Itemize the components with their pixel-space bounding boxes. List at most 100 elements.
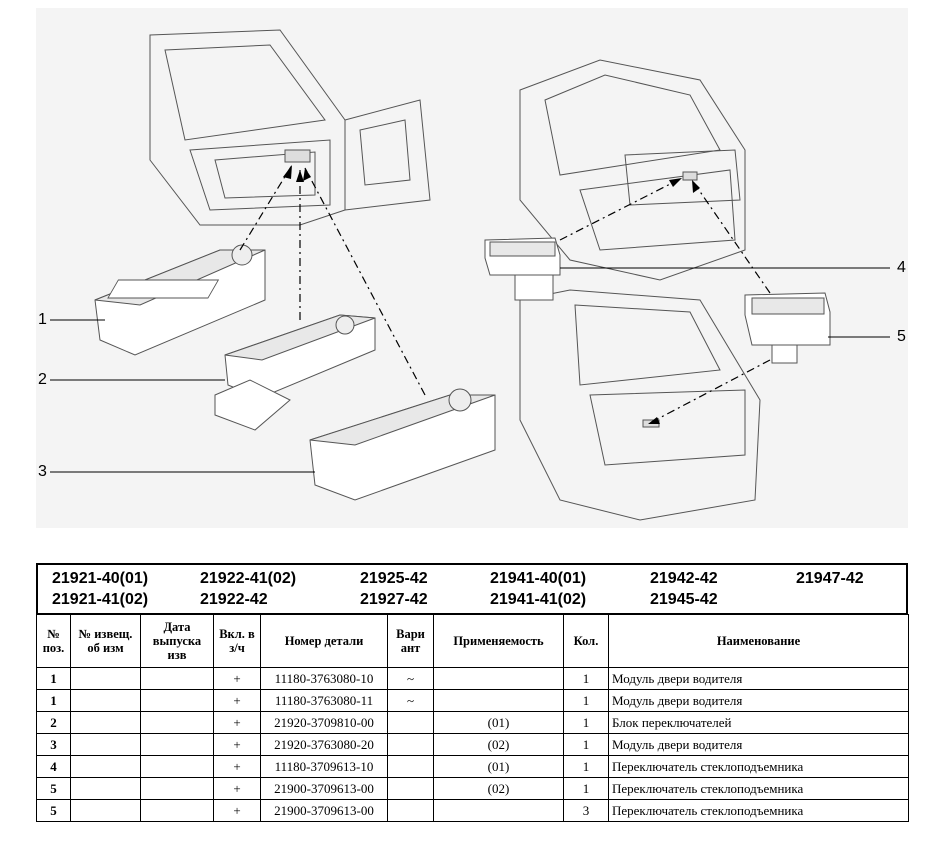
cell-applicability: (02) (433, 777, 564, 800)
table-row: 5 + 21900-3709613-00 3 Переключатель сте… (36, 799, 909, 822)
header-date: Дата выпуска изв (140, 614, 214, 668)
cell-date (140, 777, 214, 800)
cell-date (140, 689, 214, 712)
cell-name: Модуль двери водителя (608, 667, 909, 690)
cell-incl: + (213, 733, 261, 756)
header-pos: № поз. (36, 614, 71, 668)
part-2-drawing (214, 314, 376, 431)
parts-table: № поз. № извещ. об изм Дата выпуска изв … (36, 614, 909, 822)
cell-part-number: 11180-3709613-10 (260, 755, 388, 778)
model-code: 21941-40(01) (490, 570, 587, 587)
cell-variant (387, 755, 434, 778)
cell-qty: 1 (563, 711, 609, 734)
table-row: 5 + 21900-3709613-00 (02) 1 Переключател… (36, 777, 909, 800)
header-name: Наименование (608, 614, 909, 668)
cell-notice (70, 667, 141, 690)
cell-name: Модуль двери водителя (608, 689, 909, 712)
cell-incl: + (213, 755, 261, 778)
part-4-drawing (484, 237, 561, 301)
cell-variant (387, 733, 434, 756)
model-code: 21947-42 (796, 570, 864, 587)
cell-incl: + (213, 667, 261, 690)
cell-applicability: (01) (433, 711, 564, 734)
cell-name: Переключатель стеклоподъемника (608, 799, 909, 822)
model-code: 21941-41(02) (490, 591, 587, 608)
cell-pos: 1 (36, 667, 71, 690)
cell-pos: 5 (36, 799, 71, 822)
cell-incl: + (213, 689, 261, 712)
cell-variant (387, 711, 434, 734)
model-code: 21921-40(01) (52, 570, 149, 587)
header-qty: Кол. (563, 614, 609, 668)
cell-part-number: 11180-3763080-10 (260, 667, 388, 690)
cell-qty: 1 (563, 667, 609, 690)
cell-part-number: 21900-3709613-00 (260, 777, 388, 800)
cell-variant: ~ (387, 689, 434, 712)
cell-pos: 5 (36, 777, 71, 800)
part-3-drawing (309, 388, 496, 501)
applicable-models-box: 21921-40(01) 21921-41(02) 21922-41(02) 2… (36, 563, 908, 615)
cell-incl: + (213, 799, 261, 822)
header-part-number: Номер детали (260, 614, 388, 668)
callout-3: 3 (38, 463, 47, 480)
cell-pos: 2 (36, 711, 71, 734)
table-row: 4 + 11180-3709613-10 (01) 1 Переключател… (36, 755, 909, 778)
cell-name: Модуль двери водителя (608, 733, 909, 756)
cell-variant: ~ (387, 667, 434, 690)
callout-1: 1 (38, 311, 47, 328)
cell-notice (70, 711, 141, 734)
cell-part-number: 11180-3763080-11 (260, 689, 388, 712)
callout-2: 2 (38, 371, 47, 388)
model-code: 21922-41(02) (200, 570, 297, 587)
header-notice: № извещ. об изм (70, 614, 141, 668)
part-1-drawing (94, 244, 266, 356)
cell-date (140, 733, 214, 756)
rear-door-drawing-top (519, 59, 746, 281)
cell-applicability: (02) (433, 733, 564, 756)
table-row: 1 + 11180-3763080-11 ~ 1 Модуль двери во… (36, 689, 909, 712)
model-code: 21927-42 (360, 591, 428, 608)
table-row: 3 + 21920-3763080-20 (02) 1 Модуль двери… (36, 733, 909, 756)
cell-date (140, 711, 214, 734)
front-door-drawing (149, 29, 431, 226)
header-applicability: Применяемость (433, 614, 564, 668)
model-code: 21921-41(02) (52, 591, 149, 608)
table-row: 1 + 11180-3763080-10 ~ 1 Модуль двери во… (36, 667, 909, 690)
cell-name: Блок переключателей (608, 711, 909, 734)
cell-variant (387, 777, 434, 800)
cell-notice (70, 777, 141, 800)
cell-pos: 3 (36, 733, 71, 756)
cell-pos: 1 (36, 689, 71, 712)
cell-incl: + (213, 711, 261, 734)
cell-notice (70, 799, 141, 822)
cell-notice (70, 755, 141, 778)
cell-variant (387, 799, 434, 822)
cell-qty: 1 (563, 755, 609, 778)
cell-applicability (433, 689, 564, 712)
cell-applicability: (01) (433, 755, 564, 778)
part-5-drawing (744, 292, 831, 364)
model-code: 21942-42 (650, 570, 718, 587)
cell-date (140, 755, 214, 778)
model-code: 21945-42 (650, 591, 718, 608)
cell-pos: 4 (36, 755, 71, 778)
cell-notice (70, 689, 141, 712)
model-code: 21925-42 (360, 570, 428, 587)
callout-5: 5 (897, 328, 906, 345)
cell-qty: 3 (563, 799, 609, 822)
exploded-view-illustration (36, 8, 908, 528)
cell-qty: 1 (563, 777, 609, 800)
cell-qty: 1 (563, 689, 609, 712)
cell-date (140, 799, 214, 822)
cell-name: Переключатель стеклоподъемника (608, 755, 909, 778)
cell-part-number: 21900-3709613-00 (260, 799, 388, 822)
cell-applicability (433, 667, 564, 690)
model-code: 21922-42 (200, 591, 268, 608)
cell-date (140, 667, 214, 690)
cell-name: Переключатель стеклоподъемника (608, 777, 909, 800)
cell-applicability (433, 799, 564, 822)
header-variant: Вари ант (387, 614, 434, 668)
callout-4: 4 (897, 259, 906, 276)
table-header-row: № поз. № извещ. об изм Дата выпуска изв … (36, 614, 909, 668)
table-row: 2 + 21920-3709810-00 (01) 1 Блок переклю… (36, 711, 909, 734)
